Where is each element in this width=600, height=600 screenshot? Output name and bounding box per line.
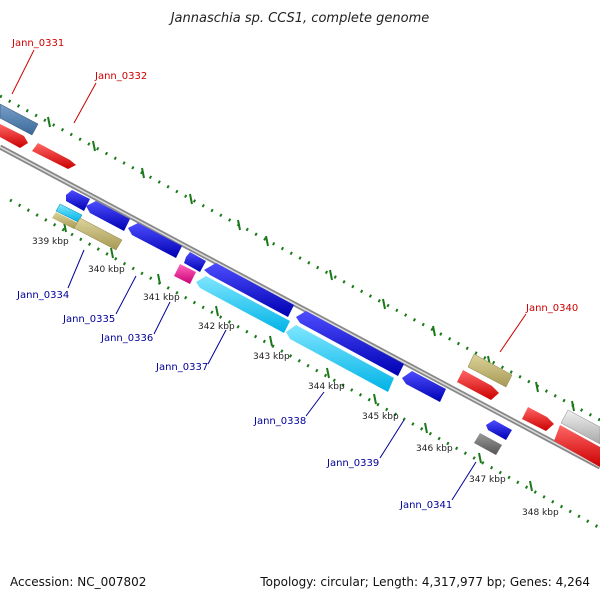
accession-label: Accession: NC_007802	[10, 575, 146, 589]
gene-jann-0340-khaki[interactable]	[467, 353, 513, 388]
reverse-strand-genes	[52, 190, 512, 455]
gene-magenta[interactable]	[174, 264, 196, 284]
gene-jann-0337-blue[interactable]	[204, 263, 294, 317]
gene-jann-0338[interactable]	[296, 311, 404, 376]
tick-label: 341 kbp	[143, 293, 180, 303]
gene-label-jann-0337[interactable]: Jann_0337	[155, 362, 208, 373]
gene-jann-0342a[interactable]	[522, 407, 554, 431]
gene-jann-0332[interactable]	[32, 143, 76, 169]
tick-label: 342 kbp	[198, 322, 235, 332]
gene-jann-0340[interactable]	[457, 370, 499, 400]
gene-jann-0331[interactable]	[0, 124, 28, 148]
reverse-leader-lines	[67, 249, 477, 501]
gene-small-blue[interactable]	[184, 252, 206, 272]
tick-label: 340 kbp	[88, 265, 125, 275]
tick-label: 348 kbp	[522, 508, 559, 518]
gene-label-jann-0340[interactable]: Jann_0340	[525, 303, 578, 314]
tick-label: 347 kbp	[469, 475, 506, 485]
tick-label: 344 kbp	[308, 382, 345, 392]
tick-label: 339 kbp	[32, 237, 69, 247]
gene-jann-0342b[interactable]	[554, 425, 600, 467]
gene-jann-0334-top[interactable]	[66, 190, 90, 211]
forward-strand-genes	[0, 103, 600, 467]
tick-label: 346 kbp	[416, 444, 453, 454]
gene-jann-0336[interactable]	[128, 223, 182, 258]
gene-label-jann-0336[interactable]: Jann_0336	[100, 333, 153, 344]
tick-label: 345 kbp	[362, 412, 399, 422]
forward-gene-labels: Jann_0331 Jann_0332 Jann_0340	[11, 38, 578, 314]
outer-dotted-ring	[0, 94, 600, 422]
gene-jann-0339[interactable]	[402, 371, 446, 402]
forward-leader-lines	[11, 49, 527, 353]
gene-khaki-small[interactable]	[52, 212, 78, 229]
gene-label-jann-0335[interactable]: Jann_0335	[62, 314, 115, 325]
gene-gray-block[interactable]	[560, 409, 600, 445]
gene-jann-0337[interactable]	[196, 276, 290, 333]
inner-dotted-ring	[9, 198, 600, 530]
gene-label-jann-0339[interactable]: Jann_0339	[326, 458, 379, 469]
gene-jann-0341[interactable]	[474, 433, 502, 455]
gene-label-jann-0338[interactable]: Jann_0338	[253, 416, 306, 427]
gene-label-jann-0334[interactable]: Jann_0334	[16, 290, 69, 301]
gene-label-jann-0331[interactable]: Jann_0331	[11, 38, 64, 49]
gene-jann-0339-cyan[interactable]	[286, 325, 394, 392]
map-title: Jannaschia sp. CCS1, complete genome	[168, 11, 430, 26]
inner-major-ticks	[63, 221, 533, 492]
reverse-gene-labels: Jann_0334 Jann_0335 Jann_0336 Jann_0337 …	[16, 290, 452, 511]
tick-label: 343 kbp	[253, 352, 290, 362]
gene-jann-0335[interactable]	[86, 201, 130, 231]
gene-jann-0341-blue[interactable]	[486, 420, 512, 440]
topology-label: Topology: circular; Length: 4,317,977 bp…	[259, 575, 590, 589]
scale-tick-labels: 339 kbp 340 kbp 341 kbp 342 kbp 343 kbp …	[32, 237, 559, 518]
gene-label-jann-0332[interactable]: Jann_0332	[94, 71, 147, 82]
gene-jann-0334[interactable]	[73, 217, 123, 251]
gene-jann-0331-top[interactable]	[0, 103, 39, 136]
gene-label-jann-0341[interactable]: Jann_0341	[399, 500, 452, 511]
